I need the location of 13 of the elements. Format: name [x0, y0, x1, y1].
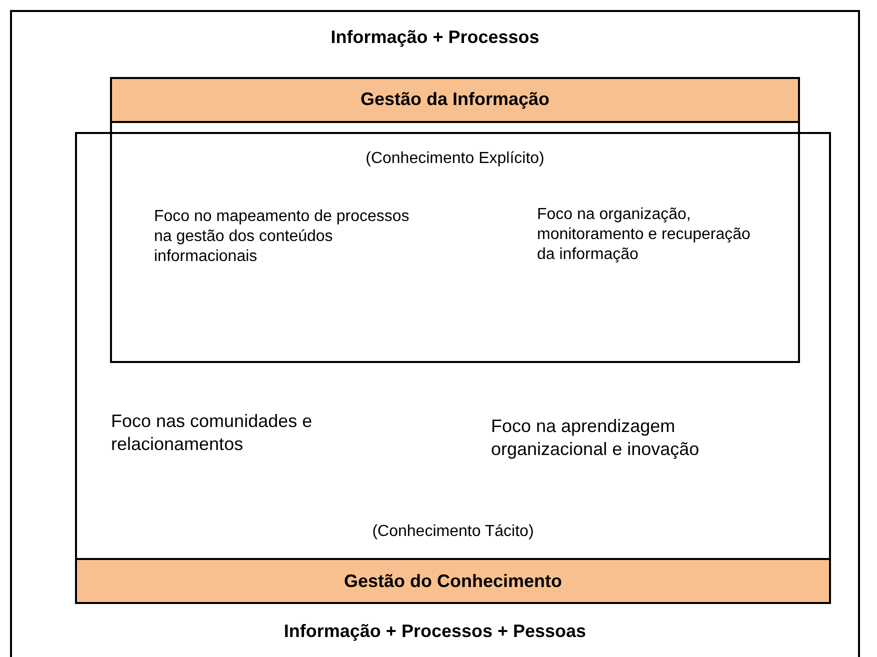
knowledge-box — [75, 132, 831, 604]
focus-text: Foco nas comunidades e relacionamentos — [111, 410, 314, 455]
header-band: Gestão do Conhecimento — [75, 558, 831, 604]
information-box — [110, 77, 800, 363]
header-band: Gestão da Informação — [112, 79, 798, 123]
focus-text: Foco na organização, monitoramento e recuperação da informação — [537, 205, 752, 265]
frame-title: Informação + Processos — [330, 26, 540, 48]
section-subtitle: (Conhecimento Explícito) — [364, 149, 546, 169]
section-subtitle: (Conhecimento Tácito) — [371, 522, 535, 542]
outer-frame — [10, 10, 860, 657]
focus-text: Foco no mapeamento de processos na gestão dos conteúdos informacionais — [154, 207, 410, 267]
frame-caption: Informação + Processos + Pessoas — [282, 620, 588, 642]
focus-text: Foco na aprendizagem organizacional e inovação — [491, 415, 700, 460]
